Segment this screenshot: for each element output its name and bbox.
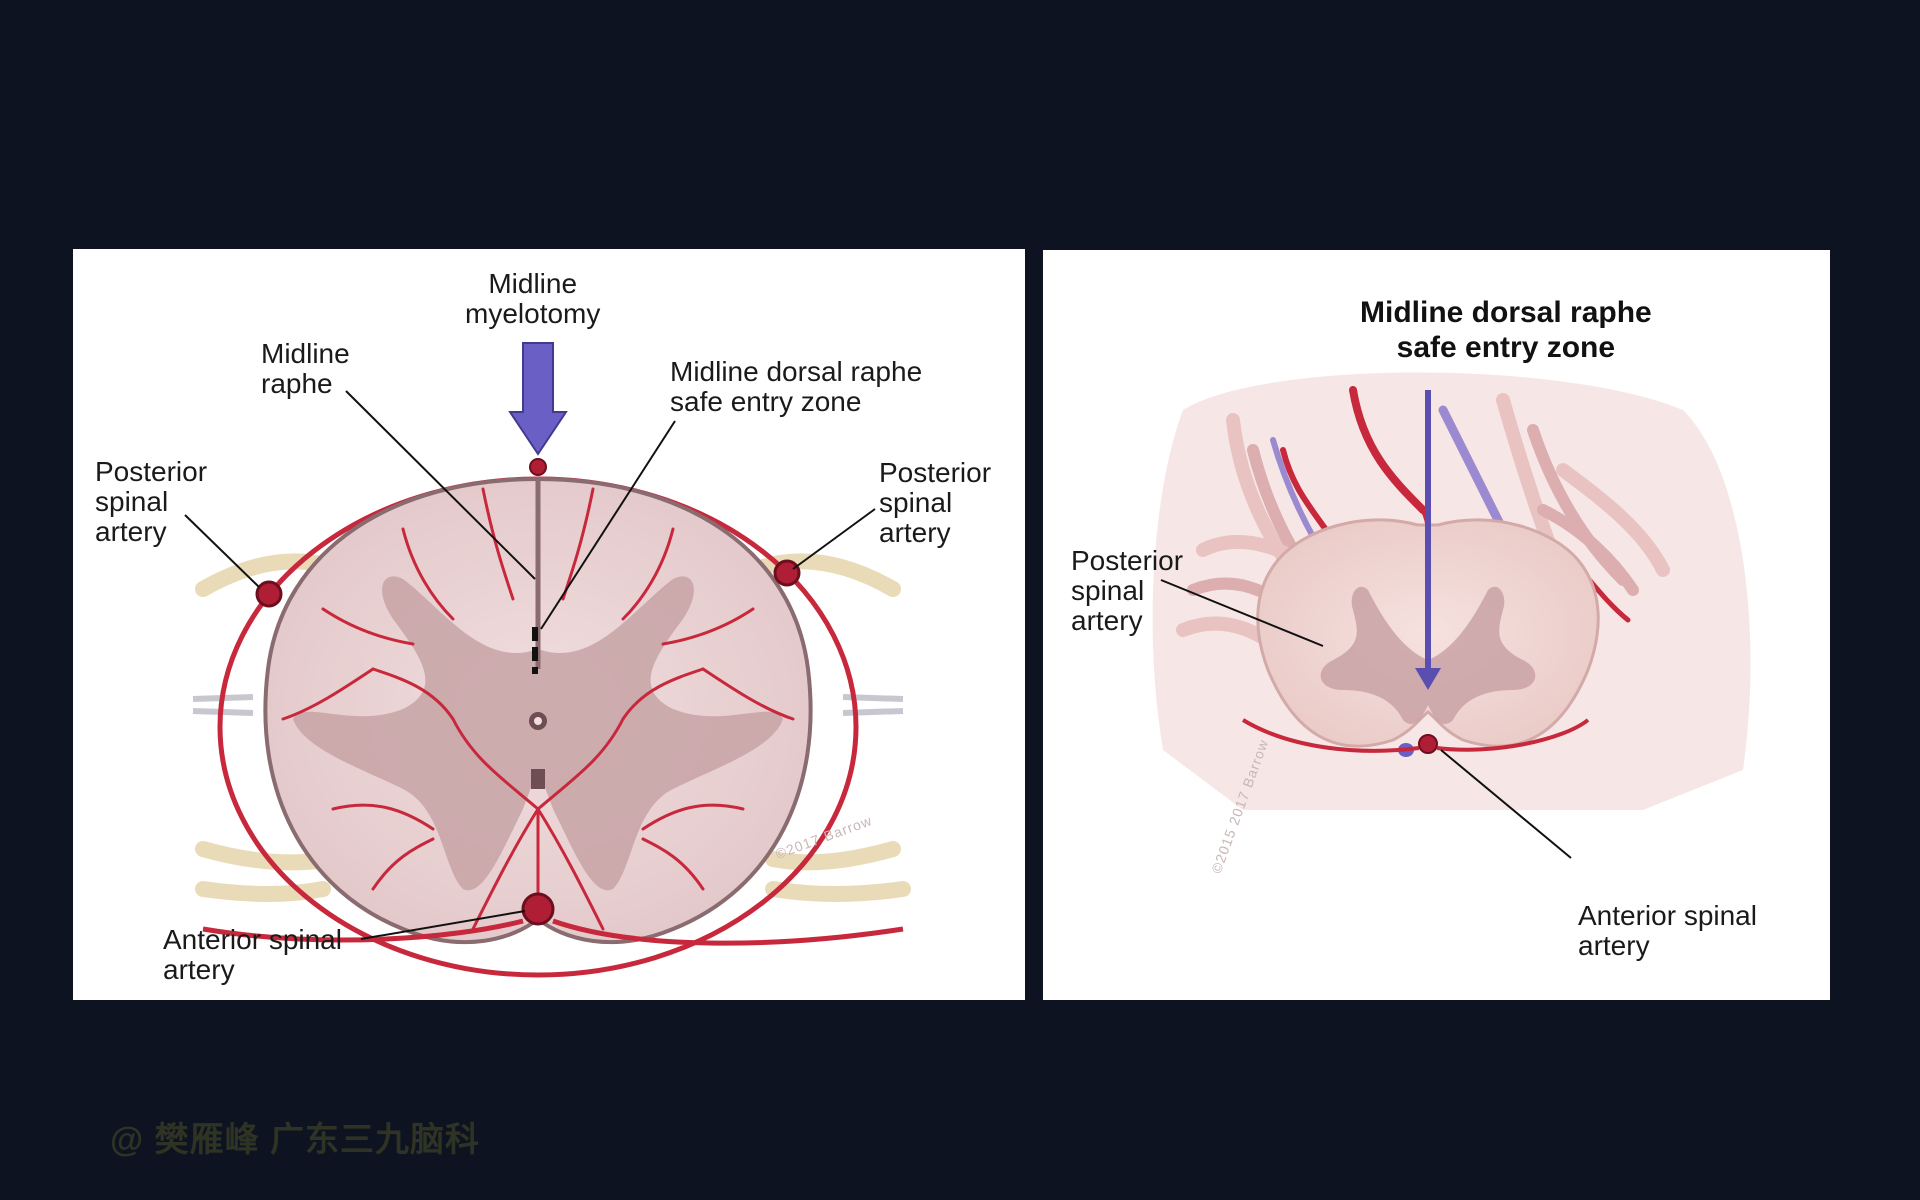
posterior-spinal-artery-left xyxy=(255,580,283,608)
label-dorsal-raphe-title: Midline dorsal raphe safe entry zone xyxy=(1360,296,1652,364)
intramedullary-arteries xyxy=(281,487,795,931)
label-posterior-spinal-artery-left: Posterior spinal artery xyxy=(95,456,208,547)
right-illustration-panel: Midline dorsal raphe safe entry zone Pos… xyxy=(1043,250,1830,1000)
watermark: @ 樊雁峰 广东三九脑科 xyxy=(110,1121,481,1159)
label-posterior-spinal-artery: Posterior spinal artery xyxy=(1071,545,1184,636)
gray-matter-3d xyxy=(1320,586,1536,725)
posterior-spinal-artery-right xyxy=(773,559,801,587)
gray-matter xyxy=(293,576,783,891)
myelotomy-arrow xyxy=(508,342,568,456)
posterior-midline-artery xyxy=(529,458,547,476)
label-anterior-spinal-artery: Anterior spinal artery xyxy=(163,924,342,985)
label-anterior-spinal-artery-right: Anterior spinal artery xyxy=(1578,900,1757,961)
label-midline-myelotomy: Midline myelotomy xyxy=(465,268,601,329)
spinal-cord-3d-view xyxy=(1152,372,1751,859)
entry-zone-arrow xyxy=(1415,390,1441,690)
left-illustration-panel: Midline myelotomy Midline raphe Midline … xyxy=(73,249,1025,1000)
spinal-cord-cross-section xyxy=(184,342,911,978)
label-dorsal-raphe: Midline dorsal raphe safe entry zone xyxy=(670,356,923,417)
label-posterior-spinal-artery-right: Posterior spinal artery xyxy=(879,457,992,548)
leader-lines-right xyxy=(1160,579,1572,859)
leader-lines xyxy=(184,390,876,940)
label-midline-raphe: Midline raphe xyxy=(261,338,350,399)
anterior-spinal-artery-3d xyxy=(1418,734,1438,754)
anterior-spinal-artery xyxy=(521,892,555,926)
